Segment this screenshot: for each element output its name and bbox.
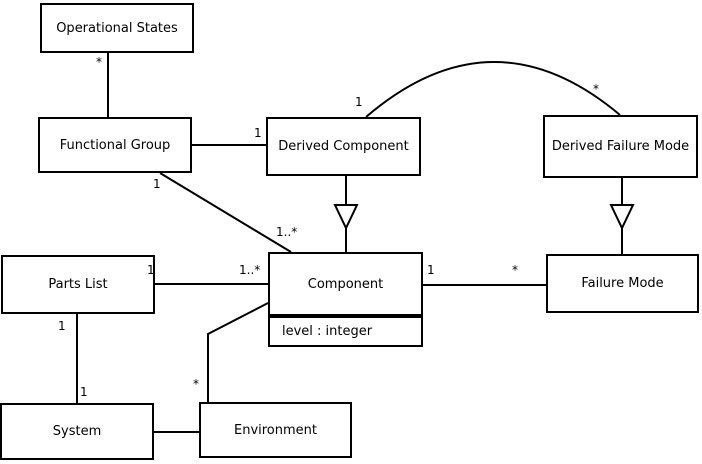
multiplicity-derived-component-left: 1 (254, 126, 262, 140)
class-parts-list[interactable]: Parts List (1, 255, 155, 314)
multiplicity-failure-mode-left: * (512, 263, 518, 277)
multiplicity-derived-failure-mode-arc: * (593, 82, 599, 96)
triangle-arrowhead (333, 204, 359, 231)
class-operational-states[interactable]: Operational States (40, 3, 194, 53)
triangle-arrowhead (609, 204, 635, 231)
attribute-level: level : integer (282, 324, 373, 339)
class-functional-group[interactable]: Functional Group (38, 117, 192, 173)
generalization-derived-failure-mode-failure-mode (609, 178, 635, 254)
assoc-derived-component-derived-failure-mode (365, 61, 621, 118)
multiplicity-functional-group-bottom: 1 (153, 177, 161, 191)
multiplicity-parts-list-bottom: 1 (58, 319, 66, 333)
class-name-label: Operational States (56, 20, 178, 36)
multiplicity-derived-component-arc: 1 (355, 95, 363, 109)
class-component-attributes[interactable]: level : integer (268, 316, 423, 347)
class-name-label: Component (307, 276, 384, 292)
class-component[interactable]: Component (268, 252, 423, 316)
multiplicity-component-left: 1..* (239, 263, 261, 277)
class-system[interactable]: System (0, 403, 154, 460)
class-name-label: Parts List (48, 277, 108, 292)
class-name-label: Derived Failure Mode (551, 139, 690, 154)
class-name-label: Environment (233, 422, 317, 438)
class-failure-mode[interactable]: Failure Mode (546, 254, 699, 313)
multiplicity-component-topleft: 1..* (276, 225, 298, 239)
class-name-label: System (52, 424, 102, 439)
class-name-label: Functional Group (59, 137, 171, 153)
multiplicity-operational-states-end: * (96, 55, 102, 69)
assoc-component-environment (207, 302, 269, 402)
class-name-label: Derived Component (278, 139, 409, 154)
class-name-label: Failure Mode (581, 276, 664, 291)
assoc-functional-group-component (159, 172, 292, 253)
multiplicity-parts-list-right: 1 (147, 263, 155, 277)
class-environment[interactable]: Environment (199, 402, 352, 458)
multiplicity-environment-top: * (193, 377, 199, 391)
multiplicity-system-top: 1 (80, 385, 88, 399)
class-derived-component[interactable]: Derived Component (266, 117, 421, 176)
generalization-derived-component-component (333, 176, 359, 252)
class-derived-failure-mode[interactable]: Derived Failure Mode (543, 115, 698, 178)
multiplicity-component-right: 1 (427, 263, 435, 277)
